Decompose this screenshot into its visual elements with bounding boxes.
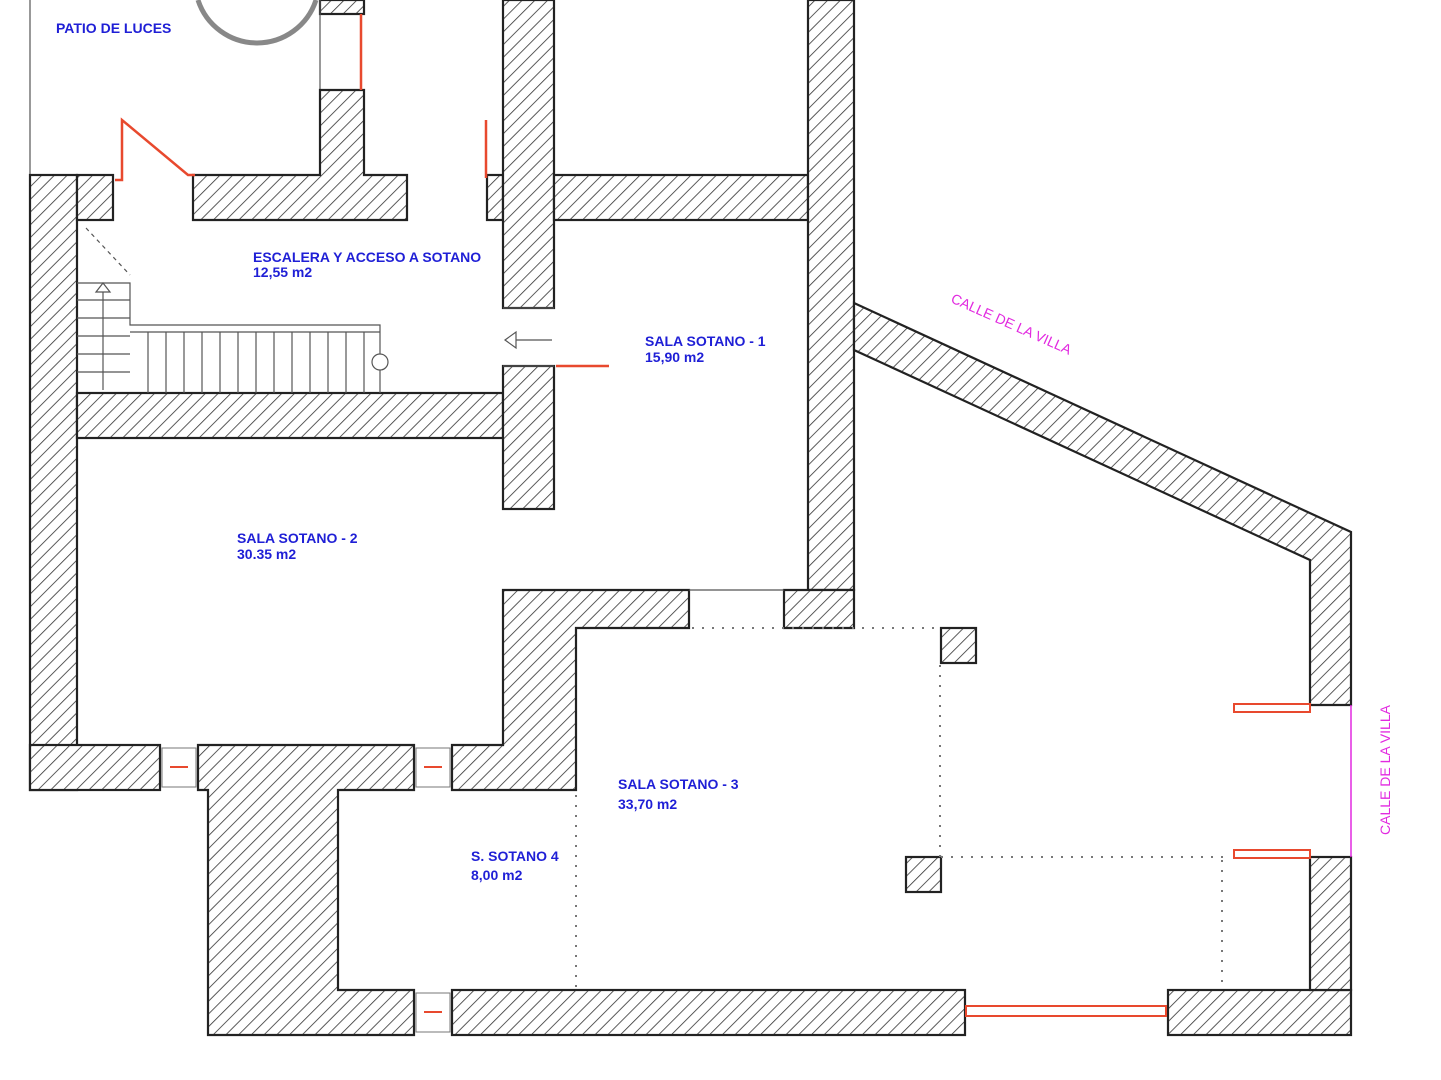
label-sala2-name: SALA SOTANO - 2 bbox=[237, 530, 358, 546]
wall-top-right-stub bbox=[485, 173, 505, 222]
wall-top-left bbox=[75, 173, 115, 222]
access-arrow-icon bbox=[503, 307, 554, 367]
wall-sala2-sala3 bbox=[450, 588, 691, 792]
wall-top-middle bbox=[191, 88, 409, 222]
wall-central-vertical bbox=[501, 0, 556, 310]
wall-bottom-long bbox=[450, 988, 967, 1037]
street-label-diagonal: CALLE DE LA VILLA bbox=[949, 290, 1075, 358]
column-upper bbox=[939, 626, 978, 665]
label-patio: PATIO DE LUCES bbox=[56, 20, 171, 36]
wall-right-vertical bbox=[806, 0, 856, 592]
wall-bottom-middle bbox=[196, 743, 416, 1037]
patio-small-wall bbox=[318, 0, 366, 16]
label-escalera-name: ESCALERA Y ACCESO A SOTANO bbox=[253, 249, 481, 265]
vents bbox=[161, 747, 451, 1033]
patio-circle bbox=[195, 0, 319, 46]
label-sala1-area: 15,90 m2 bbox=[645, 349, 704, 365]
wall-stair-bottom bbox=[75, 391, 505, 440]
wall-bottom-left bbox=[28, 743, 162, 792]
doors bbox=[115, 14, 1311, 1017]
street-label-vertical: CALLE DE LA VILLA bbox=[1377, 704, 1393, 835]
wall-right-lower bbox=[782, 588, 856, 630]
column-lower bbox=[904, 855, 943, 894]
label-sala4-area: 8,00 m2 bbox=[471, 867, 523, 883]
label-sala3-area: 33,70 m2 bbox=[618, 796, 677, 812]
label-escalera-area: 12,55 m2 bbox=[253, 264, 312, 280]
wall-bottom-right bbox=[1166, 988, 1353, 1037]
staircase bbox=[77, 227, 389, 393]
wall-right-bottom bbox=[1308, 855, 1353, 992]
label-sala3-name: SALA SOTANO - 3 bbox=[618, 776, 739, 792]
label-sala4-name: S. SOTANO 4 bbox=[471, 848, 559, 864]
wall-diagonal-street bbox=[852, 301, 1353, 707]
wall-top-horizontal bbox=[552, 173, 810, 222]
label-sala1-name: SALA SOTANO - 1 bbox=[645, 333, 766, 349]
wall-stair-right-lower bbox=[501, 364, 556, 511]
wall-left-outer bbox=[28, 173, 79, 792]
label-sala2-area: 30.35 m2 bbox=[237, 546, 296, 562]
